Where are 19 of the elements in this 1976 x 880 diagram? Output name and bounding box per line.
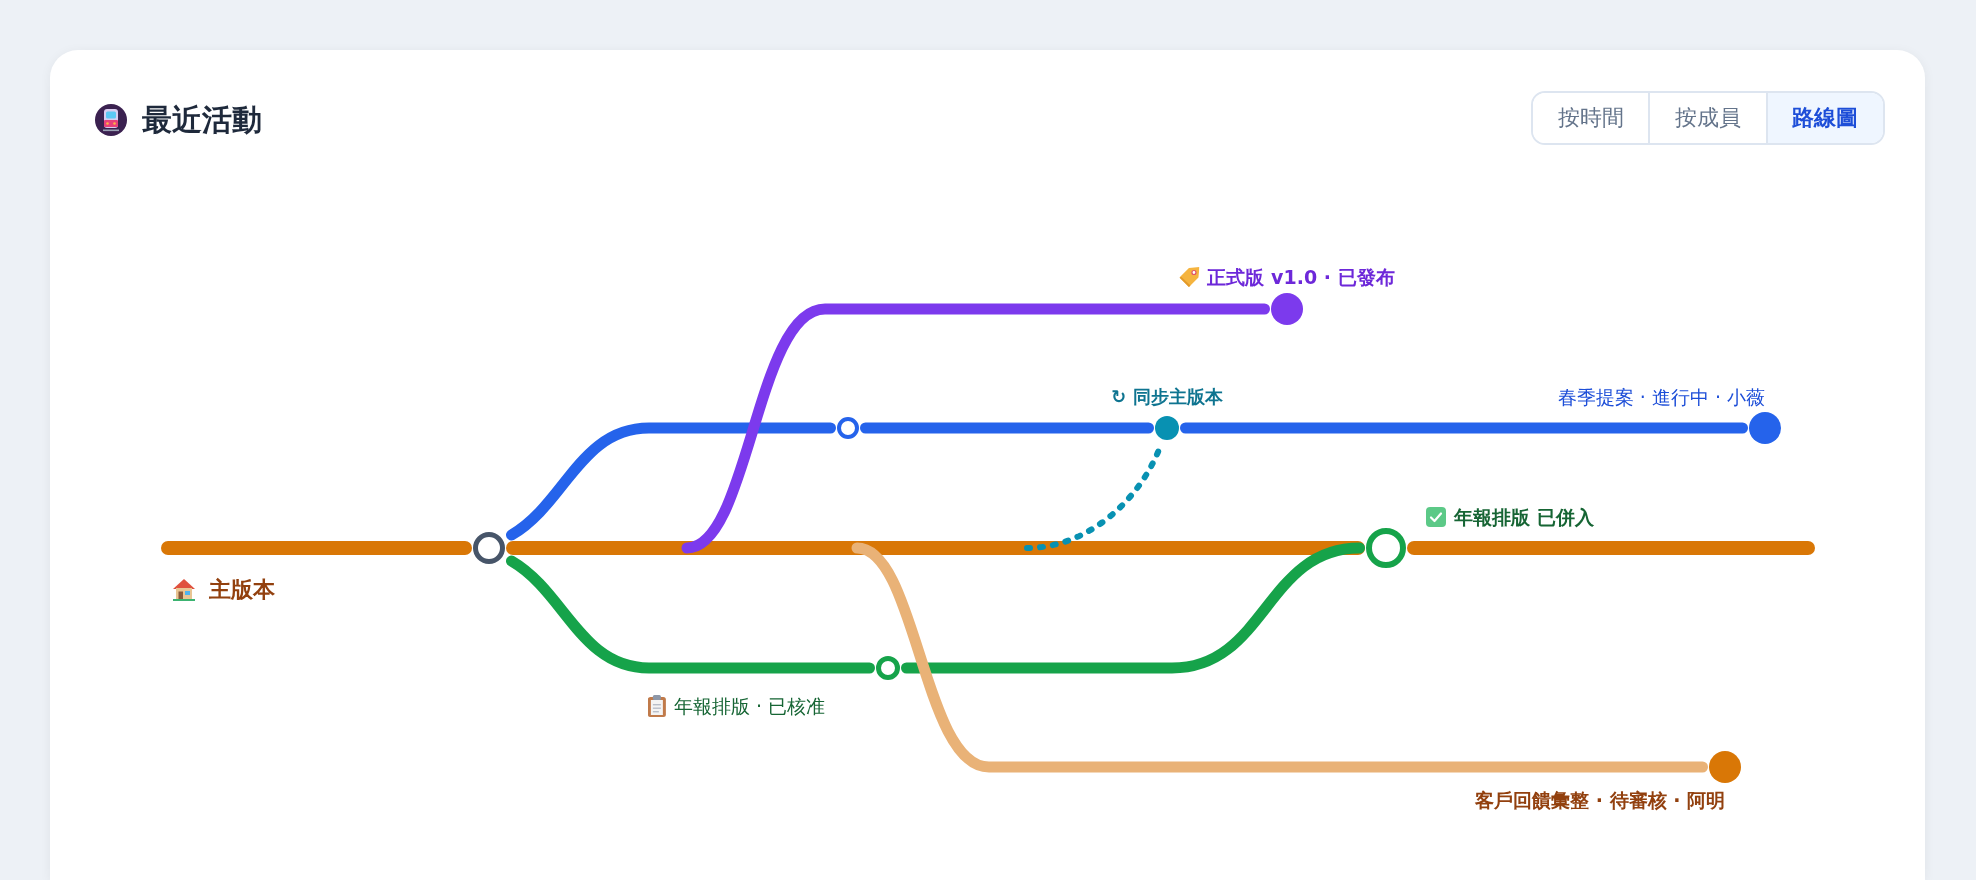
metro-line [506, 422, 836, 541]
metro-line [1407, 541, 1815, 555]
metro-line [851, 542, 1708, 773]
tab: 路線圖 [1765, 93, 1883, 143]
station-label: 正式版 v1.0 · 已發布 [1207, 265, 1395, 290]
station-label: ↻ 同步主版本 [1111, 385, 1223, 409]
station-label: 客戶回饋彙整 · 待審核 · 阿明 [1475, 788, 1725, 813]
card-title: 最近活動 [142, 101, 262, 139]
metro-line [860, 422, 1154, 434]
metro-line [506, 541, 1365, 555]
station-label: 年報排版 · 已核准 [673, 694, 825, 719]
station-label: 春季提案 · 進行中 · 小薇 [1557, 385, 1765, 410]
metro-line [161, 541, 472, 555]
station-label: 年報排版 已併入 [1454, 505, 1594, 530]
metro-line [1180, 422, 1748, 434]
metro-line [901, 542, 1365, 674]
line-label: 主版本 [209, 577, 275, 603]
metro-line [681, 303, 1270, 554]
metro-line [506, 555, 875, 674]
